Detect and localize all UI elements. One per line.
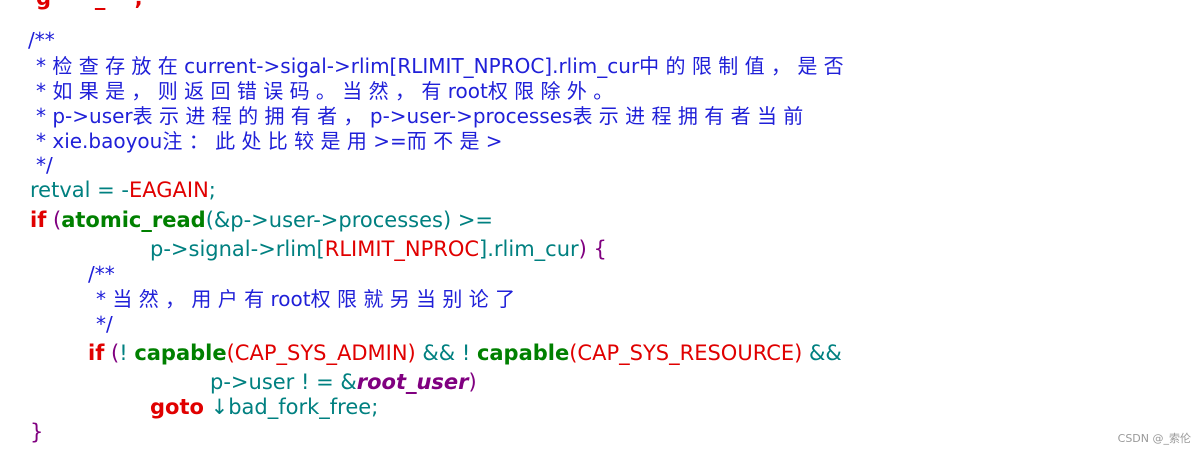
comment-code: root xyxy=(270,287,311,311)
comment-text: 表 示 进 程 拥 有 者 当 前 xyxy=(572,104,804,128)
if-capable-cont: p->user ! = &root_user) xyxy=(210,370,477,394)
comment-code: * xie.baoyou xyxy=(36,129,163,153)
cap-sys-resource-arg: (CAP_SYS_RESOURCE) xyxy=(569,341,803,365)
comment-code: >= xyxy=(373,129,407,153)
root-user-symbol[interactable]: root_user xyxy=(356,370,469,394)
retval-semicolon: ; xyxy=(208,178,216,202)
comment-open: /** xyxy=(28,28,55,52)
brace-open: ) { xyxy=(578,237,607,261)
user-compare-expr: p->user ! = & xyxy=(210,370,357,394)
function-atomic-read: atomic_read xyxy=(61,208,206,232)
function-capable: capable xyxy=(134,341,227,365)
comment-text: 中 的 限 制 值 ， 是 否 xyxy=(639,54,844,78)
and-operator: && xyxy=(802,341,842,365)
goto-label-link[interactable]: bad_fork_free; xyxy=(228,395,379,419)
jump-arrow-icon: ↓ xyxy=(203,395,229,419)
keyword-if: if xyxy=(30,208,47,232)
comment-line-2: * 如 果 是 ， 则 返 回 错 误 码 。 当 然 ， 有 root权 限 … xyxy=(36,79,613,103)
watermark: CSDN @_索伦 xyxy=(1117,432,1191,445)
if-atomic-read-cont: p->signal->rlim[RLIMIT_NPROC].rlim_cur) … xyxy=(150,237,607,261)
comment-text: 而 不 是 > xyxy=(406,129,503,153)
comment-code: root xyxy=(447,79,488,103)
rlimit-nproc-const: RLIMIT_NPROC xyxy=(324,237,480,261)
comment-text: * 检 查 存 放 在 xyxy=(36,54,185,78)
and-operator: && ! xyxy=(415,341,477,365)
comment2-body: * 当 然 ， 用 户 有 root权 限 就 另 当 别 论 了 xyxy=(96,287,515,311)
paren-close: ) xyxy=(468,370,477,394)
comment-text: * 当 然 ， 用 户 有 xyxy=(96,287,271,311)
closing-brace-text: } xyxy=(30,420,44,444)
comment-code: p->user->processes xyxy=(369,104,573,128)
retval-value: EAGAIN xyxy=(128,178,209,202)
comment-open-text: /** xyxy=(28,28,55,52)
comment-line-3: * p->user表 示 进 程 的 拥 有 者 ， p->user->proc… xyxy=(36,104,803,128)
keyword-if: if xyxy=(88,341,105,365)
comment-text: 注 ： 此 处 比 较 是 用 xyxy=(162,129,374,153)
comment2-close-text: */ xyxy=(96,312,113,336)
if-capable-line: if (! capable(CAP_SYS_ADMIN) && ! capabl… xyxy=(88,341,842,365)
retval-lhs: retval = - xyxy=(30,178,129,202)
comment2-close: */ xyxy=(96,312,113,336)
rlim-cur-field: ].rlim_cur xyxy=(479,237,579,261)
not-operator: ! xyxy=(119,341,135,365)
comment-text: 表 示 进 程 的 拥 有 者 ， xyxy=(132,104,370,128)
comment-line-1: * 检 查 存 放 在 current->sigal->rlim[RLIMIT_… xyxy=(36,54,844,78)
comment2-open-text: /** xyxy=(88,262,115,286)
retval-line: retval = -EAGAIN; xyxy=(30,178,216,202)
comment-close: */ xyxy=(36,153,53,177)
comment2-open: /** xyxy=(88,262,115,286)
function-capable: capable xyxy=(476,341,570,365)
comment-code: * p->user xyxy=(36,104,133,128)
comment-line-4: * xie.baoyou注 ： 此 处 比 较 是 用 >=而 不 是 > xyxy=(36,129,503,153)
clipped-top-line: g _ , xyxy=(36,0,143,10)
comment-close-text: */ xyxy=(36,153,53,177)
closing-brace: } xyxy=(30,420,43,444)
comment-text: * 如 果 是 ， 则 返 回 错 误 码 。 当 然 ， 有 xyxy=(36,79,448,103)
rlim-expr: p->signal->rlim[ xyxy=(150,237,325,261)
paren: ( xyxy=(46,208,62,232)
atomic-read-arg: (&p->user->processes) >= xyxy=(205,208,494,232)
comment-code: current->sigal->rlim[RLIMIT_NPROC].rlim_… xyxy=(184,54,640,78)
cap-sys-admin-arg: (CAP_SYS_ADMIN) xyxy=(226,341,416,365)
goto-line: goto ↓bad_fork_free; xyxy=(150,395,378,419)
paren: ( xyxy=(104,341,120,365)
comment-text: 权 限 就 另 当 别 论 了 xyxy=(310,287,516,311)
if-atomic-read-line: if (atomic_read(&p->user->processes) >= xyxy=(30,208,493,232)
comment-text: 权 限 除 外 。 xyxy=(487,79,614,103)
keyword-goto: goto xyxy=(150,395,204,419)
